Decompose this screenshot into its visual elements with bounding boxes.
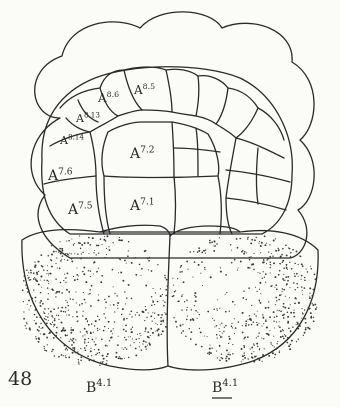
label-a8-6: A8.6 bbox=[97, 90, 119, 105]
label-a8-13: A8.13 bbox=[75, 111, 100, 125]
label-a8-14: A8.14 bbox=[59, 133, 84, 147]
label-b4-1-left: B4.1 bbox=[86, 378, 112, 396]
label-a8-5: A8.5 bbox=[133, 82, 155, 97]
label-a7-6: A7.6 bbox=[47, 167, 73, 184]
label-b4-1-right: B4.1 bbox=[212, 378, 238, 396]
label-a7-2: A7.2 bbox=[129, 145, 155, 162]
label-a7-1: A7.1 bbox=[129, 197, 155, 214]
label-a7-5: A7.5 bbox=[67, 201, 93, 218]
figure-number: 48 bbox=[8, 368, 32, 390]
